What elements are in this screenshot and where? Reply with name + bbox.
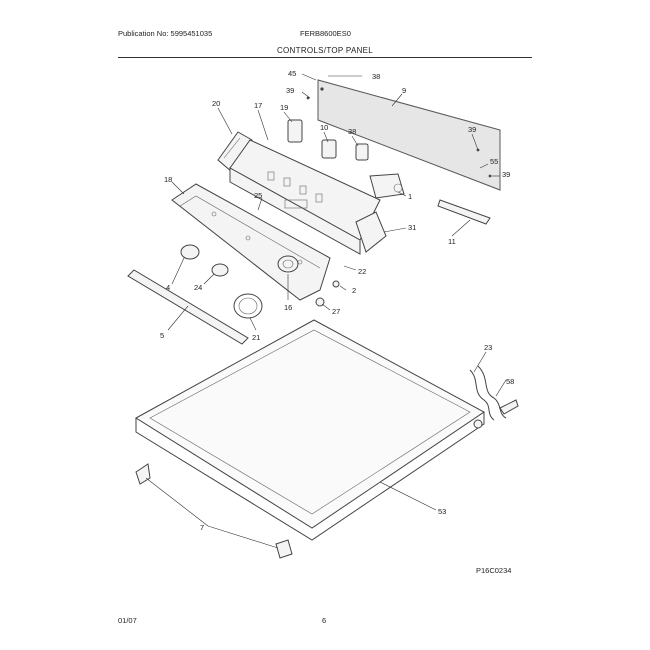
part-9-panel-strip (306, 79, 501, 191)
callout-17: 17 (254, 101, 262, 110)
callout-1: 1 (408, 192, 412, 201)
part-11-bracket (437, 199, 491, 225)
callout-5: 5 (160, 331, 164, 340)
callout-25: 25 (254, 191, 262, 200)
callout-20: 20 (212, 99, 220, 108)
part-31-end-bracket (355, 211, 387, 253)
part-10-switch (321, 139, 337, 159)
callout-39: 39 (286, 86, 294, 95)
part-17-console-housing (229, 139, 381, 255)
figure-reference: P16C0234 (476, 566, 512, 575)
part-4-knob (180, 244, 200, 260)
callout-7: 7 (200, 523, 204, 532)
callout-24: 24 (194, 283, 202, 292)
callout-22: 22 (358, 267, 366, 276)
callout-27: 27 (332, 307, 340, 316)
part-5-trim-strip (127, 269, 249, 345)
part-38-switch (355, 143, 369, 161)
part-24-knob (211, 263, 229, 277)
footer-page-number: 6 (322, 616, 327, 625)
callout-16: 16 (284, 303, 292, 312)
callout-55: 55 (490, 157, 498, 166)
part-7-hinge-right (275, 539, 293, 559)
callout-31: 31 (408, 223, 416, 232)
callout-23: 23 (484, 343, 492, 352)
part-20-end-cap (217, 131, 253, 173)
callout-45: 45 (288, 69, 296, 78)
callout-10: 10 (320, 123, 328, 132)
callout-39-right: 39 (502, 170, 510, 179)
part-19-switch (287, 119, 303, 143)
part-16-selector-knob (277, 255, 299, 273)
callout-53: 53 (438, 507, 446, 516)
header-rule (118, 57, 532, 58)
part-53-top-panel (135, 319, 485, 541)
callout-labels: 45 38 9 39 20 17 19 10 38 39 55 39 18 1 … (160, 69, 514, 532)
page-title: CONTROLS/TOP PANEL (276, 46, 374, 55)
leader-lines (145, 73, 507, 549)
part-1-control-board (369, 173, 405, 199)
callout-9: 9 (402, 86, 406, 95)
callout-58: 58 (506, 377, 514, 386)
callout-18: 18 (164, 175, 172, 184)
part-7-hinge-left (135, 463, 151, 485)
part-2-screw (332, 280, 340, 288)
callout-38-lower: 38 (348, 127, 356, 136)
callout-2: 2 (352, 286, 356, 295)
model-number: FERB8600ES0 (300, 29, 351, 38)
callout-11: 11 (448, 237, 456, 246)
callout-19: 19 (280, 103, 288, 112)
footer-date: 01/07 (118, 616, 137, 625)
callout-4: 4 (166, 283, 170, 292)
callout-21: 21 (252, 333, 260, 342)
part-21-ring (233, 293, 263, 319)
callout-38: 38 (372, 72, 380, 81)
part-23-wire-harness (469, 365, 519, 429)
publication-number: Publication No: 5995451035 (118, 29, 213, 38)
callout-39-upper-right: 39 (468, 125, 476, 134)
